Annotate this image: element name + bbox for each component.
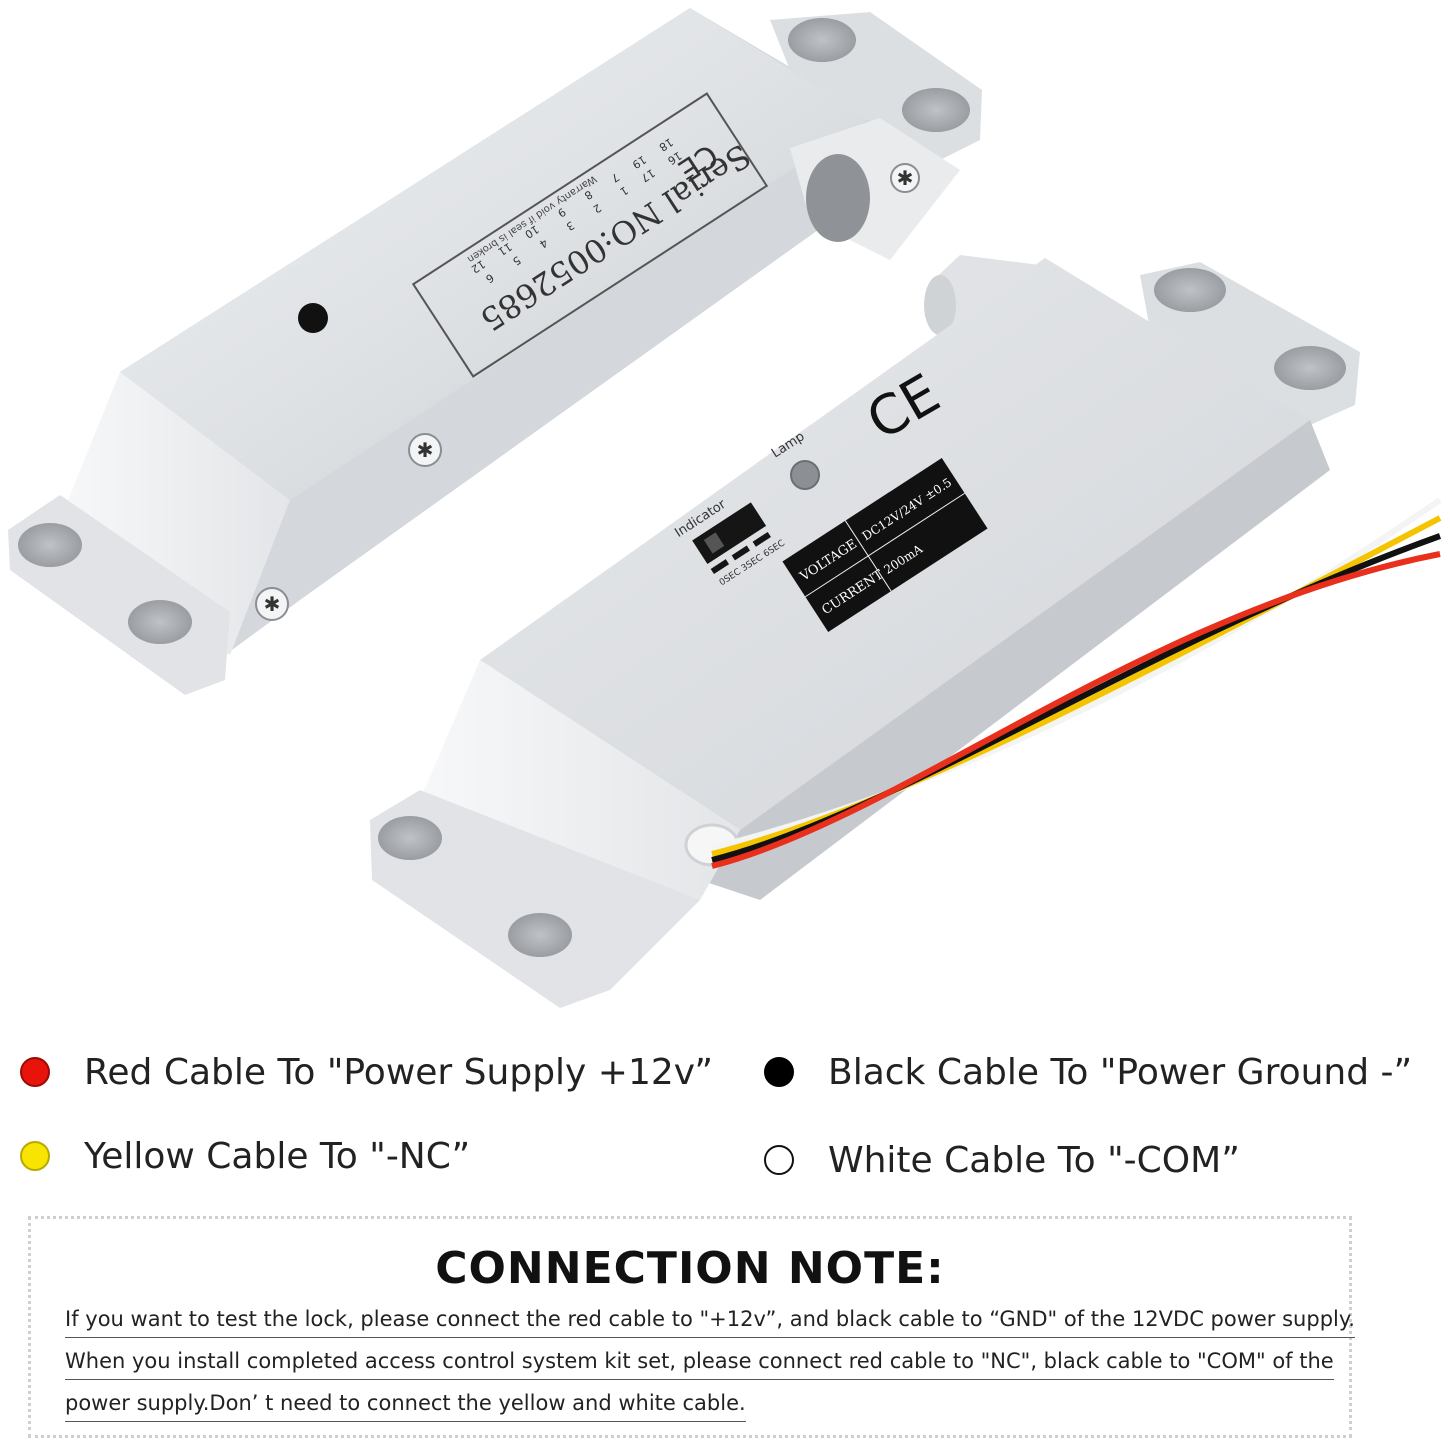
serial-grid-cell: 12 <box>469 257 488 276</box>
product-image: ✱ ✱ ✱ Serial NO:0052685 Warranty void if… <box>8 8 1442 1008</box>
mounting-hole <box>1154 268 1226 312</box>
serial-grid-cell: 11 <box>496 240 515 259</box>
mounting-hole <box>378 816 442 860</box>
lock-front-flange-left <box>370 790 700 1008</box>
cable-bundle <box>711 497 1442 869</box>
lock-front-slope <box>420 660 740 900</box>
red-dot-icon <box>20 1057 50 1087</box>
mounting-hole <box>788 18 856 62</box>
legend-red-cable: Red Cable To "Power Supply +12v” <box>20 1042 713 1102</box>
lock-back-top-face <box>120 8 870 500</box>
legend-label: Black Cable To "Power Ground -” <box>828 1051 1413 1093</box>
screw-icon <box>408 433 442 467</box>
serial-grid-cell: 16 <box>665 149 684 168</box>
connection-note-box: CONNECTION NOTE: If you want to test the… <box>28 1216 1355 1438</box>
white-dot-icon <box>764 1145 794 1175</box>
serial-grid-cell: 19 <box>630 153 649 172</box>
legend-label: White Cable To "-COM” <box>828 1139 1240 1181</box>
mounting-hole <box>1274 346 1346 390</box>
screw-icon <box>255 587 289 621</box>
legend-black-cable: Black Cable To "Power Ground -” <box>764 1042 1412 1102</box>
note-line-2: When you install completed access contro… <box>65 1349 1334 1380</box>
mounting-hole <box>902 88 970 132</box>
indicator-hole <box>298 303 328 333</box>
timer-mark <box>752 531 771 547</box>
legend-label: Yellow Cable To "-NC” <box>84 1135 471 1177</box>
yellow-dot-icon <box>20 1141 50 1171</box>
mounting-hole <box>18 523 82 567</box>
note-line-3: power supply.Don’ t need to connect the … <box>65 1391 746 1422</box>
note-line-1: If you want to test the lock, please con… <box>65 1307 1355 1338</box>
lock-front-side-face <box>700 420 1330 900</box>
svg-text:✱: ✱ <box>417 438 434 462</box>
lock-back-view: ✱ ✱ ✱ Serial NO:0052685 Warranty void if… <box>8 8 982 695</box>
timer-mark <box>731 545 751 561</box>
svg-text:✱: ✱ <box>897 166 914 190</box>
bolt-hole <box>806 154 870 242</box>
serial-grid-cell: 10 <box>522 222 541 241</box>
lock-front-view: CE Lamp Indicator 0SEC 3SEC 6SEC VOLTAGE… <box>370 255 1442 1008</box>
legend-label: Red Cable To "Power Supply +12v” <box>84 1051 714 1093</box>
bolt-tip <box>924 275 956 335</box>
legend-yellow-cable: Yellow Cable To "-NC” <box>20 1126 470 1186</box>
black-dot-icon <box>764 1057 794 1087</box>
cable-wire <box>711 551 1441 869</box>
mounting-hole <box>128 600 192 644</box>
mounting-hole <box>508 913 572 957</box>
lamp-indicator <box>790 460 820 490</box>
serial-grid-cell: 17 <box>638 166 657 185</box>
screw-icon <box>890 163 920 193</box>
connection-note-title: CONNECTION NOTE: <box>435 1243 945 1294</box>
svg-text:✱: ✱ <box>264 592 281 616</box>
serial-grid-cell: 18 <box>657 135 676 154</box>
timer-mark <box>710 559 730 575</box>
legend-white-cable: White Cable To "-COM” <box>764 1130 1240 1190</box>
lock-back-slope <box>60 372 290 655</box>
serial-sticker <box>411 92 769 378</box>
